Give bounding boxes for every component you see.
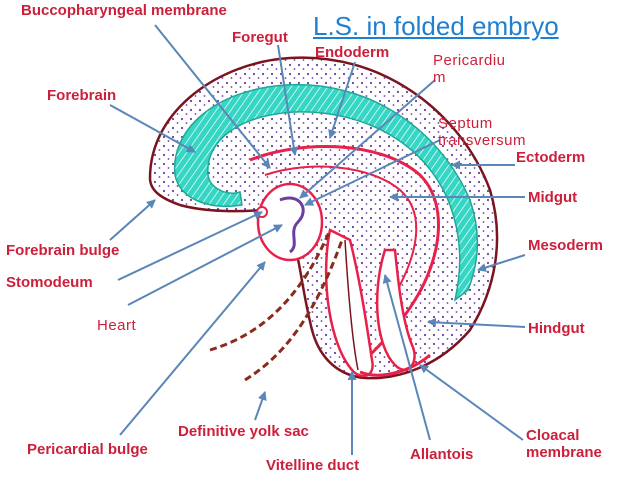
- label-allantois: Allantois: [410, 446, 474, 463]
- vitelline-vessels: [209, 229, 332, 352]
- neural-tube: [173, 83, 479, 302]
- label-cloacal-membrane: Cloacal membrane: [526, 427, 602, 461]
- arrow-pericardial-bulge: [119, 261, 266, 436]
- heart-tube: [279, 196, 305, 254]
- label-heart: Heart: [97, 317, 137, 334]
- vitelline-duct: [344, 239, 359, 371]
- label-forebrain-bulge: Forebrain bulge: [6, 242, 120, 259]
- arrow-endoderm: [328, 61, 356, 139]
- label-stomodeum: Stomodeum: [6, 274, 93, 291]
- label-midgut: Midgut: [528, 189, 578, 206]
- label-foregut: Foregut: [232, 29, 288, 46]
- arrow-buccopharyngeal-membrane: [154, 24, 271, 169]
- label-hindgut: Hindgut: [528, 320, 585, 337]
- label-definitive-yolk-sac: Definitive yolk sac: [178, 423, 309, 440]
- pericardial-cavity: [256, 182, 324, 262]
- arrow-hindgut: [427, 317, 526, 328]
- arrow-forebrain: [109, 104, 196, 153]
- label-mesoderm: Mesoderm: [528, 237, 604, 254]
- arrow-stomodeum: [117, 211, 263, 281]
- arrow-allantois: [382, 274, 431, 441]
- arrow-cloacal-membrane: [419, 364, 524, 441]
- label-pericardium: Pericardiu m: [433, 52, 506, 86]
- diagram-title: L.S. in folded embryo: [313, 11, 559, 41]
- label-septum-transversum: Septum transversum: [438, 115, 527, 149]
- arrow-septum-transversum: [304, 139, 441, 206]
- arrow-definitive-yolk-sac: [254, 391, 267, 421]
- vitelline-vessels-2: [244, 239, 344, 382]
- arrow-mesoderm: [477, 254, 526, 272]
- cloacal-membrane: [359, 353, 431, 377]
- label-forebrain: Forebrain: [47, 87, 117, 104]
- label-pericardial-bulge: Pericardial bulge: [27, 441, 148, 458]
- label-ectoderm: Ectoderm: [516, 149, 586, 166]
- arrow-foregut: [277, 44, 299, 156]
- label-endoderm: Endoderm: [315, 44, 390, 61]
- arrow-pericardium: [299, 79, 436, 199]
- arrow-forebrain-bulge: [109, 199, 156, 241]
- label-vitelline-duct: Vitelline duct: [266, 457, 360, 474]
- label-buccopharyngeal-membrane: Buccopharyngeal membrane: [21, 2, 227, 19]
- arrow-heart: [127, 224, 283, 306]
